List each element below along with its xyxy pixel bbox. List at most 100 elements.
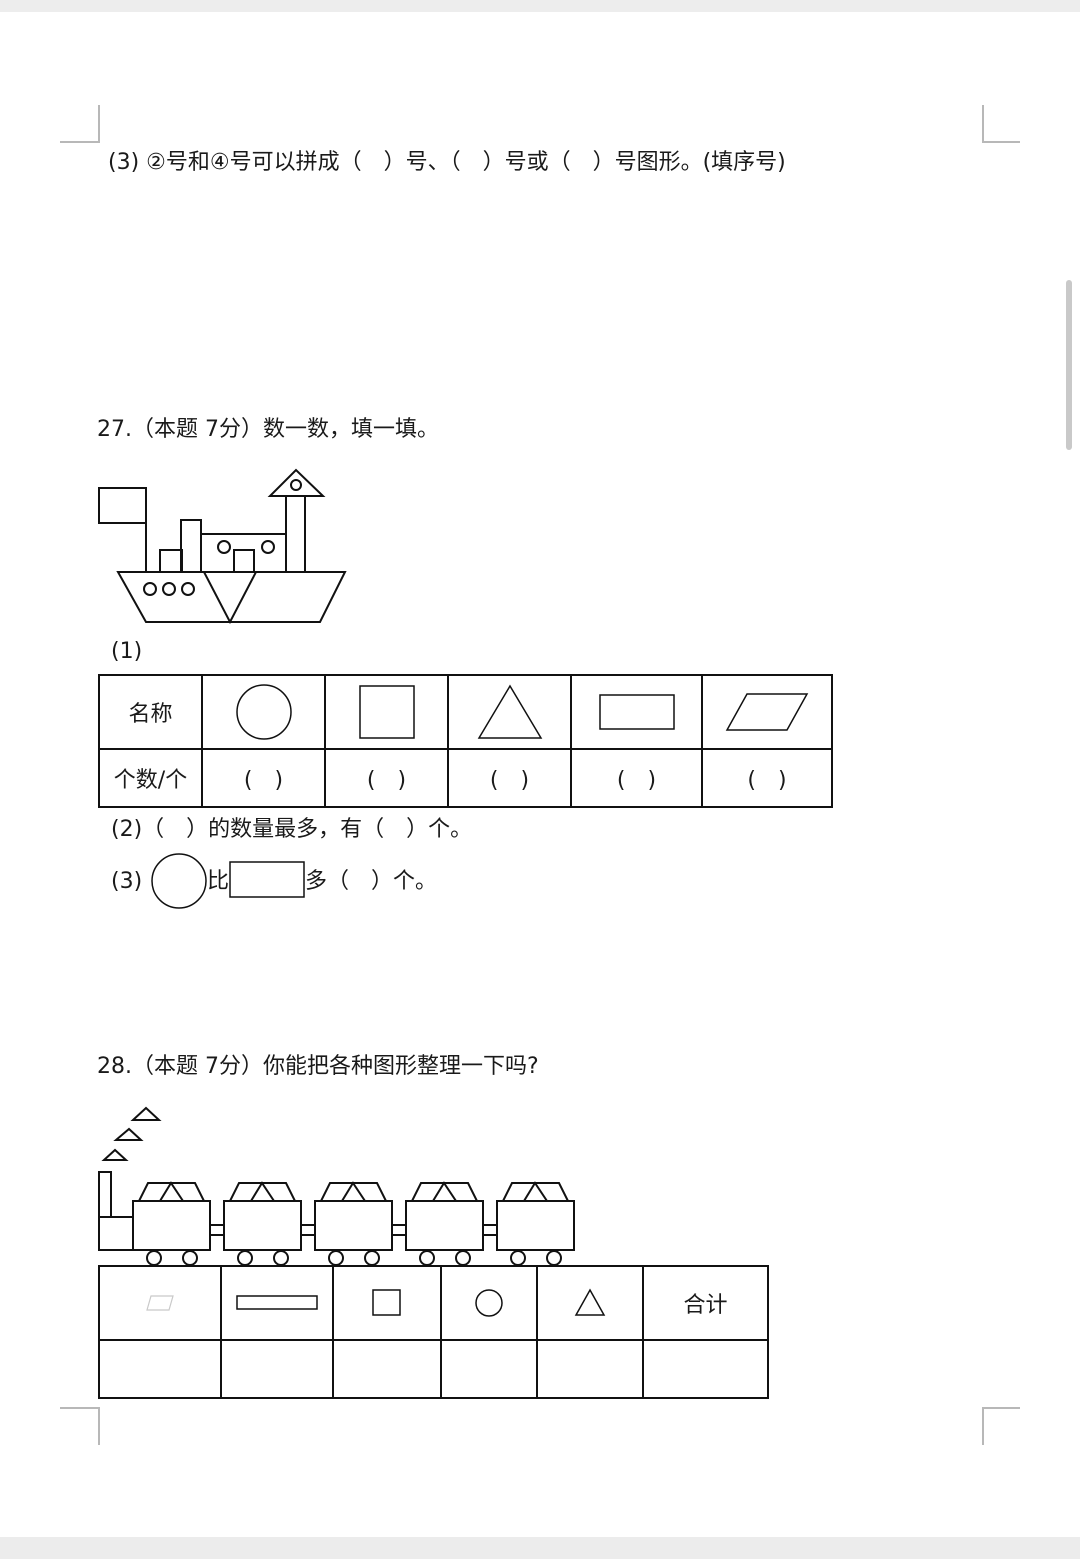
wagon-load-triangle: [158, 1181, 185, 1202]
smoke-triangle: [113, 1127, 144, 1141]
wagon-load-triangle: [340, 1181, 367, 1202]
q28-rectangle-header: [220, 1265, 334, 1341]
wheel-circle: [182, 1250, 198, 1266]
corner-mark-top-left: [60, 105, 100, 143]
coupler-rectangle: [391, 1224, 407, 1236]
q27-part1-label: (1): [111, 639, 143, 664]
q27-parallelogram-count-blank[interactable]: ( ): [701, 748, 833, 808]
q27-square-count-blank[interactable]: ( ): [324, 748, 449, 808]
wheel-circle: [146, 1250, 162, 1266]
wheel-circle: [510, 1250, 526, 1266]
document-page: (3) ②号和④号可以拼成（ ）号、（ ）号或（ ）号图形。(填序号) 27.（…: [0, 12, 1080, 1537]
wagon-load-triangle: [249, 1181, 276, 1202]
square-icon: [358, 685, 415, 739]
hull-shape: [116, 571, 347, 623]
wagon-load-trapezoid: [410, 1182, 479, 1202]
triangle-icon: [477, 684, 542, 739]
wagon-load-trapezoid: [319, 1182, 388, 1202]
q28-rectangle-count-cell[interactable]: [220, 1339, 334, 1399]
bottom-edge-bar: [0, 1537, 1080, 1559]
parallelogram-icon: [146, 1295, 174, 1311]
q28-circle-header: [440, 1265, 538, 1341]
mast-rectangle: [285, 495, 306, 573]
hull-porthole-circle: [181, 582, 195, 596]
wheel-circle: [328, 1250, 344, 1266]
q27-rectangle-cell: [570, 674, 703, 750]
wheel-circle: [237, 1250, 253, 1266]
wagon-load-trapezoid: [137, 1182, 206, 1202]
wagon-load-trapezoid: [228, 1182, 297, 1202]
coupler-rectangle: [482, 1224, 498, 1236]
square-icon: [372, 1289, 401, 1316]
circle-icon: [475, 1289, 503, 1317]
q28-total-count-cell[interactable]: [642, 1339, 769, 1399]
rectangle-icon: [598, 694, 675, 730]
triangle-icon: [574, 1288, 606, 1316]
coupler-rectangle: [300, 1224, 316, 1236]
wagon-load-trapezoid: [501, 1182, 570, 1202]
wheel-circle: [273, 1250, 289, 1266]
wheel-circle: [546, 1250, 562, 1266]
q27-rectangle-count-blank[interactable]: ( ): [570, 748, 703, 808]
hull-porthole-circle: [143, 582, 157, 596]
mast-circle: [290, 479, 302, 491]
wagon-load-triangle: [522, 1181, 549, 1202]
hull-porthole-circle: [162, 582, 176, 596]
train-figure: [98, 1106, 575, 1266]
q28-square-count-cell[interactable]: [332, 1339, 442, 1399]
cabin-rectangle: [200, 533, 287, 573]
wheel-circle: [455, 1250, 471, 1266]
flag-rectangle: [98, 487, 147, 524]
q27-circle-cell: [201, 674, 326, 750]
wagon-load-triangle: [431, 1181, 458, 1202]
q27-count-table: 名称: [98, 674, 833, 808]
hull-triangle: [202, 571, 258, 625]
corner-mark-bottom-right: [982, 1407, 1020, 1445]
q27-name-header: 名称: [98, 674, 203, 750]
circle-icon: [151, 853, 207, 909]
chimney-rectangle: [180, 519, 202, 573]
mast-triangle: [267, 468, 326, 497]
smoke-triangle: [101, 1148, 129, 1161]
q26-part3-text: (3) ②号和④号可以拼成（ ）号、（ ）号或（ ）号图形。(填序号): [108, 150, 786, 175]
q27-count-header: 个数/个: [98, 748, 203, 808]
q28-triangle-header: [536, 1265, 644, 1341]
wagon-rectangle: [405, 1200, 484, 1251]
cabin-door-square: [233, 549, 255, 573]
wagon-rectangle: [132, 1200, 211, 1251]
q27-circle-count-blank[interactable]: ( ): [201, 748, 326, 808]
wheel-circle: [364, 1250, 380, 1266]
corner-mark-bottom-left: [60, 1407, 100, 1445]
vertical-scrollbar-thumb[interactable]: [1066, 280, 1072, 450]
wagon-rectangle: [314, 1200, 393, 1251]
q27-part2-text: (2)（ ）的数量最多，有（ ）个。: [111, 817, 473, 842]
q28-total-header: 合计: [642, 1265, 769, 1341]
chimney-square: [159, 549, 183, 573]
wagon-rectangle: [496, 1200, 575, 1251]
rectangle-icon: [229, 861, 305, 898]
ship-figure: [98, 468, 347, 625]
q28-triangle-count-cell[interactable]: [536, 1339, 644, 1399]
q28-sort-table: 合计: [98, 1265, 769, 1399]
q28-square-header: [332, 1265, 442, 1341]
corner-mark-top-right: [982, 105, 1020, 143]
wagon-rectangle: [223, 1200, 302, 1251]
q28-circle-count-cell[interactable]: [440, 1339, 538, 1399]
q27-part3-compare-word: 比: [207, 869, 230, 894]
q27-part3-end-text: 多（ ）个。: [305, 869, 438, 894]
cabin-window-circle: [261, 540, 275, 554]
q28-heading: 28.（本题 7分）你能把各种图形整理一下吗?: [97, 1054, 539, 1079]
q27-part3-label: (3): [111, 869, 143, 894]
q27-triangle-cell: [447, 674, 572, 750]
engine-body-square: [98, 1216, 134, 1251]
wheel-circle: [419, 1250, 435, 1266]
q27-heading: 27.（本题 7分）数一数，填一填。: [97, 417, 439, 442]
parallelogram-icon: [725, 693, 809, 731]
rectangle-icon: [236, 1295, 318, 1310]
q27-square-cell: [324, 674, 449, 750]
q27-parallelogram-cell: [701, 674, 833, 750]
circle-icon: [235, 684, 292, 740]
q27-triangle-count-blank[interactable]: ( ): [447, 748, 572, 808]
cabin-window-circle: [217, 540, 231, 554]
q28-parallelogram-count-cell[interactable]: [98, 1339, 222, 1399]
